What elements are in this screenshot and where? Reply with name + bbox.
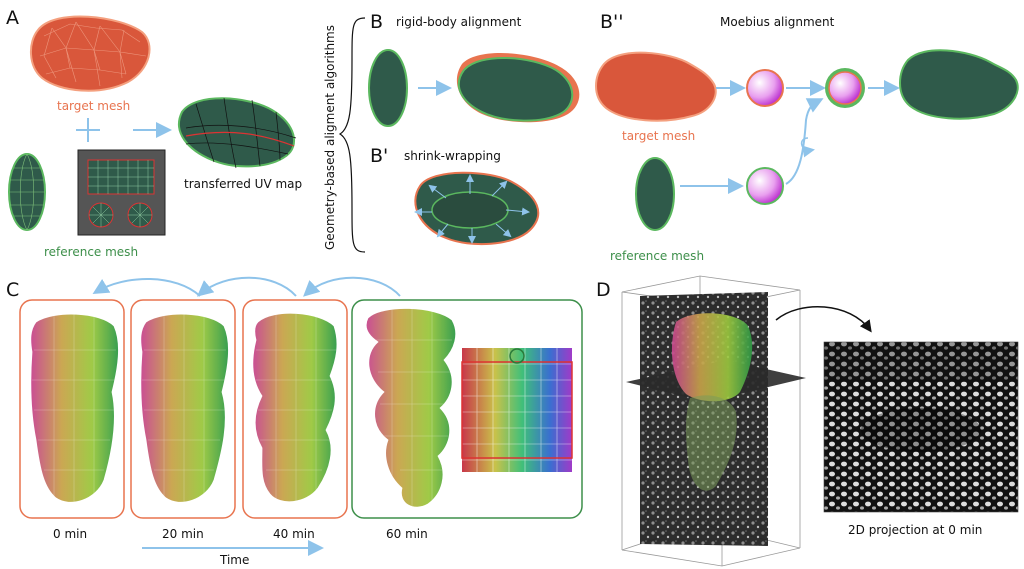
time-label-60: 60 min [386, 527, 428, 541]
panel-label-b: B [370, 11, 383, 33]
time-label-40: 40 min [273, 527, 315, 541]
frame-40-min [242, 299, 348, 519]
rotation-icon [800, 137, 815, 158]
moebius-target-label: target mesh [622, 129, 695, 143]
panel-label-b-double-prime: B'' [600, 11, 623, 33]
target-sphere [746, 69, 784, 107]
projection-image [823, 341, 1019, 513]
transferred-uv-map-label: transferred UV map [184, 177, 302, 191]
rigid-source-ellipse [368, 49, 408, 127]
target-mesh-shape [30, 15, 151, 92]
moebius-label: Moebius alignment [720, 15, 835, 29]
uv-map-texture [77, 149, 166, 236]
target-mesh-label: target mesh [57, 99, 130, 113]
embryo-60-min [365, 306, 457, 508]
rigid-body-label: rigid-body alignment [396, 15, 522, 29]
moebius-target-shape [595, 51, 717, 122]
reference-mesh-shape [8, 153, 46, 231]
moebius-result-shape [899, 49, 1019, 120]
shrink-wrap-shape [414, 171, 540, 246]
moebius-reference-label: reference mesh [610, 249, 704, 263]
frame-60-min [351, 299, 583, 519]
volume-box [621, 275, 806, 567]
shrink-wrapping-label: shrink-wrapping [404, 149, 501, 163]
embryo-40-min [252, 312, 338, 504]
time-back-arrow-2 [196, 276, 297, 297]
time-label-0: 0 min [53, 527, 87, 541]
embryo-0-min [30, 312, 119, 504]
reference-mesh-label: reference mesh [44, 245, 138, 259]
aligned-sphere [825, 68, 865, 108]
brace-icon [338, 17, 366, 253]
plus-icon [76, 118, 100, 142]
reference-sphere [746, 167, 784, 205]
frame-0-min [19, 299, 125, 519]
geometry-algorithms-title: Geometry-based aligment algorithms [323, 25, 337, 250]
projection-arrow [775, 305, 872, 333]
time-label-20: 20 min [162, 527, 204, 541]
panel-label-c: C [6, 279, 19, 301]
embryo-20-min [140, 312, 229, 504]
panel-label-d: D [596, 279, 611, 301]
time-axis-label: Time [219, 553, 249, 567]
moebius-reference-ellipse [635, 157, 675, 231]
transferred-uv-map-shape [177, 97, 297, 169]
uv-color-grid [461, 348, 573, 472]
frame-20-min [130, 299, 236, 519]
projection-caption: 2D projection at 0 min [848, 523, 982, 537]
reference-sphere-up-arrow [785, 98, 824, 185]
panel-label-b-prime: B' [370, 145, 388, 167]
panel-label-a: A [6, 7, 19, 29]
time-back-arrow-3 [303, 276, 401, 297]
rigid-result-shape [456, 52, 580, 123]
time-back-arrow-1 [92, 277, 201, 297]
